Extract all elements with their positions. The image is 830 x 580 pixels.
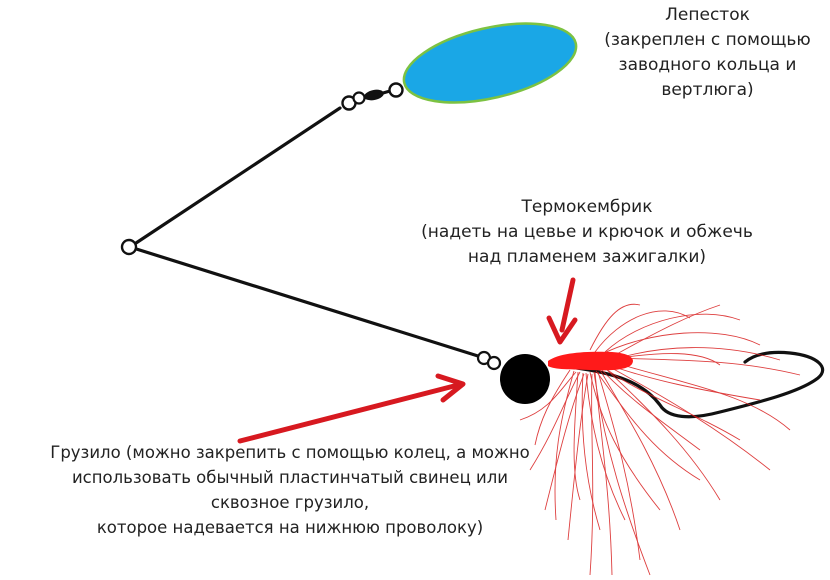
upper-wire [128,106,342,249]
skirt [519,303,801,576]
bend-ring [120,238,138,256]
tube-label-line: Термокембрик [521,197,653,217]
petal-label-line: (закреплен с помощью [604,30,811,50]
swivel [341,89,391,111]
weight-label-line: использовать обычный пластинчатый свинец… [71,468,509,487]
heat-shrink-tube [548,351,634,371]
hook [558,350,825,419]
lower-wire [128,245,480,358]
tube-label-line: над пламенем зажигалки) [467,247,707,267]
petal-blade [402,22,578,104]
petal-label: Лепесток (закреплен с помощью заводного … [585,3,830,103]
split-ring [388,82,404,98]
petal-label-line: заводного кольца и [618,55,797,75]
tube-label: Термокембрик (надеть на цевье и крючок и… [392,195,782,270]
weight-label-line: сквозное грузило, [210,493,370,512]
sinker-weight [500,354,550,404]
weight-label-line: которое надевается на нижнюю проволоку) [96,518,484,537]
weight-ring-2 [486,355,502,371]
arrow-to-tube [546,277,578,345]
weight-label-line: Грузило (можно закрепить с помощью колец… [50,443,530,462]
weight-label: Грузило (можно закрепить с помощью колец… [15,440,565,540]
tube-label-line: (надеть на цевье и крючок и обжечь [421,222,753,242]
arrow-to-weight [237,373,466,444]
petal-label-line: Лепесток [665,5,750,25]
petal-label-line: вертлюга) [661,80,754,100]
